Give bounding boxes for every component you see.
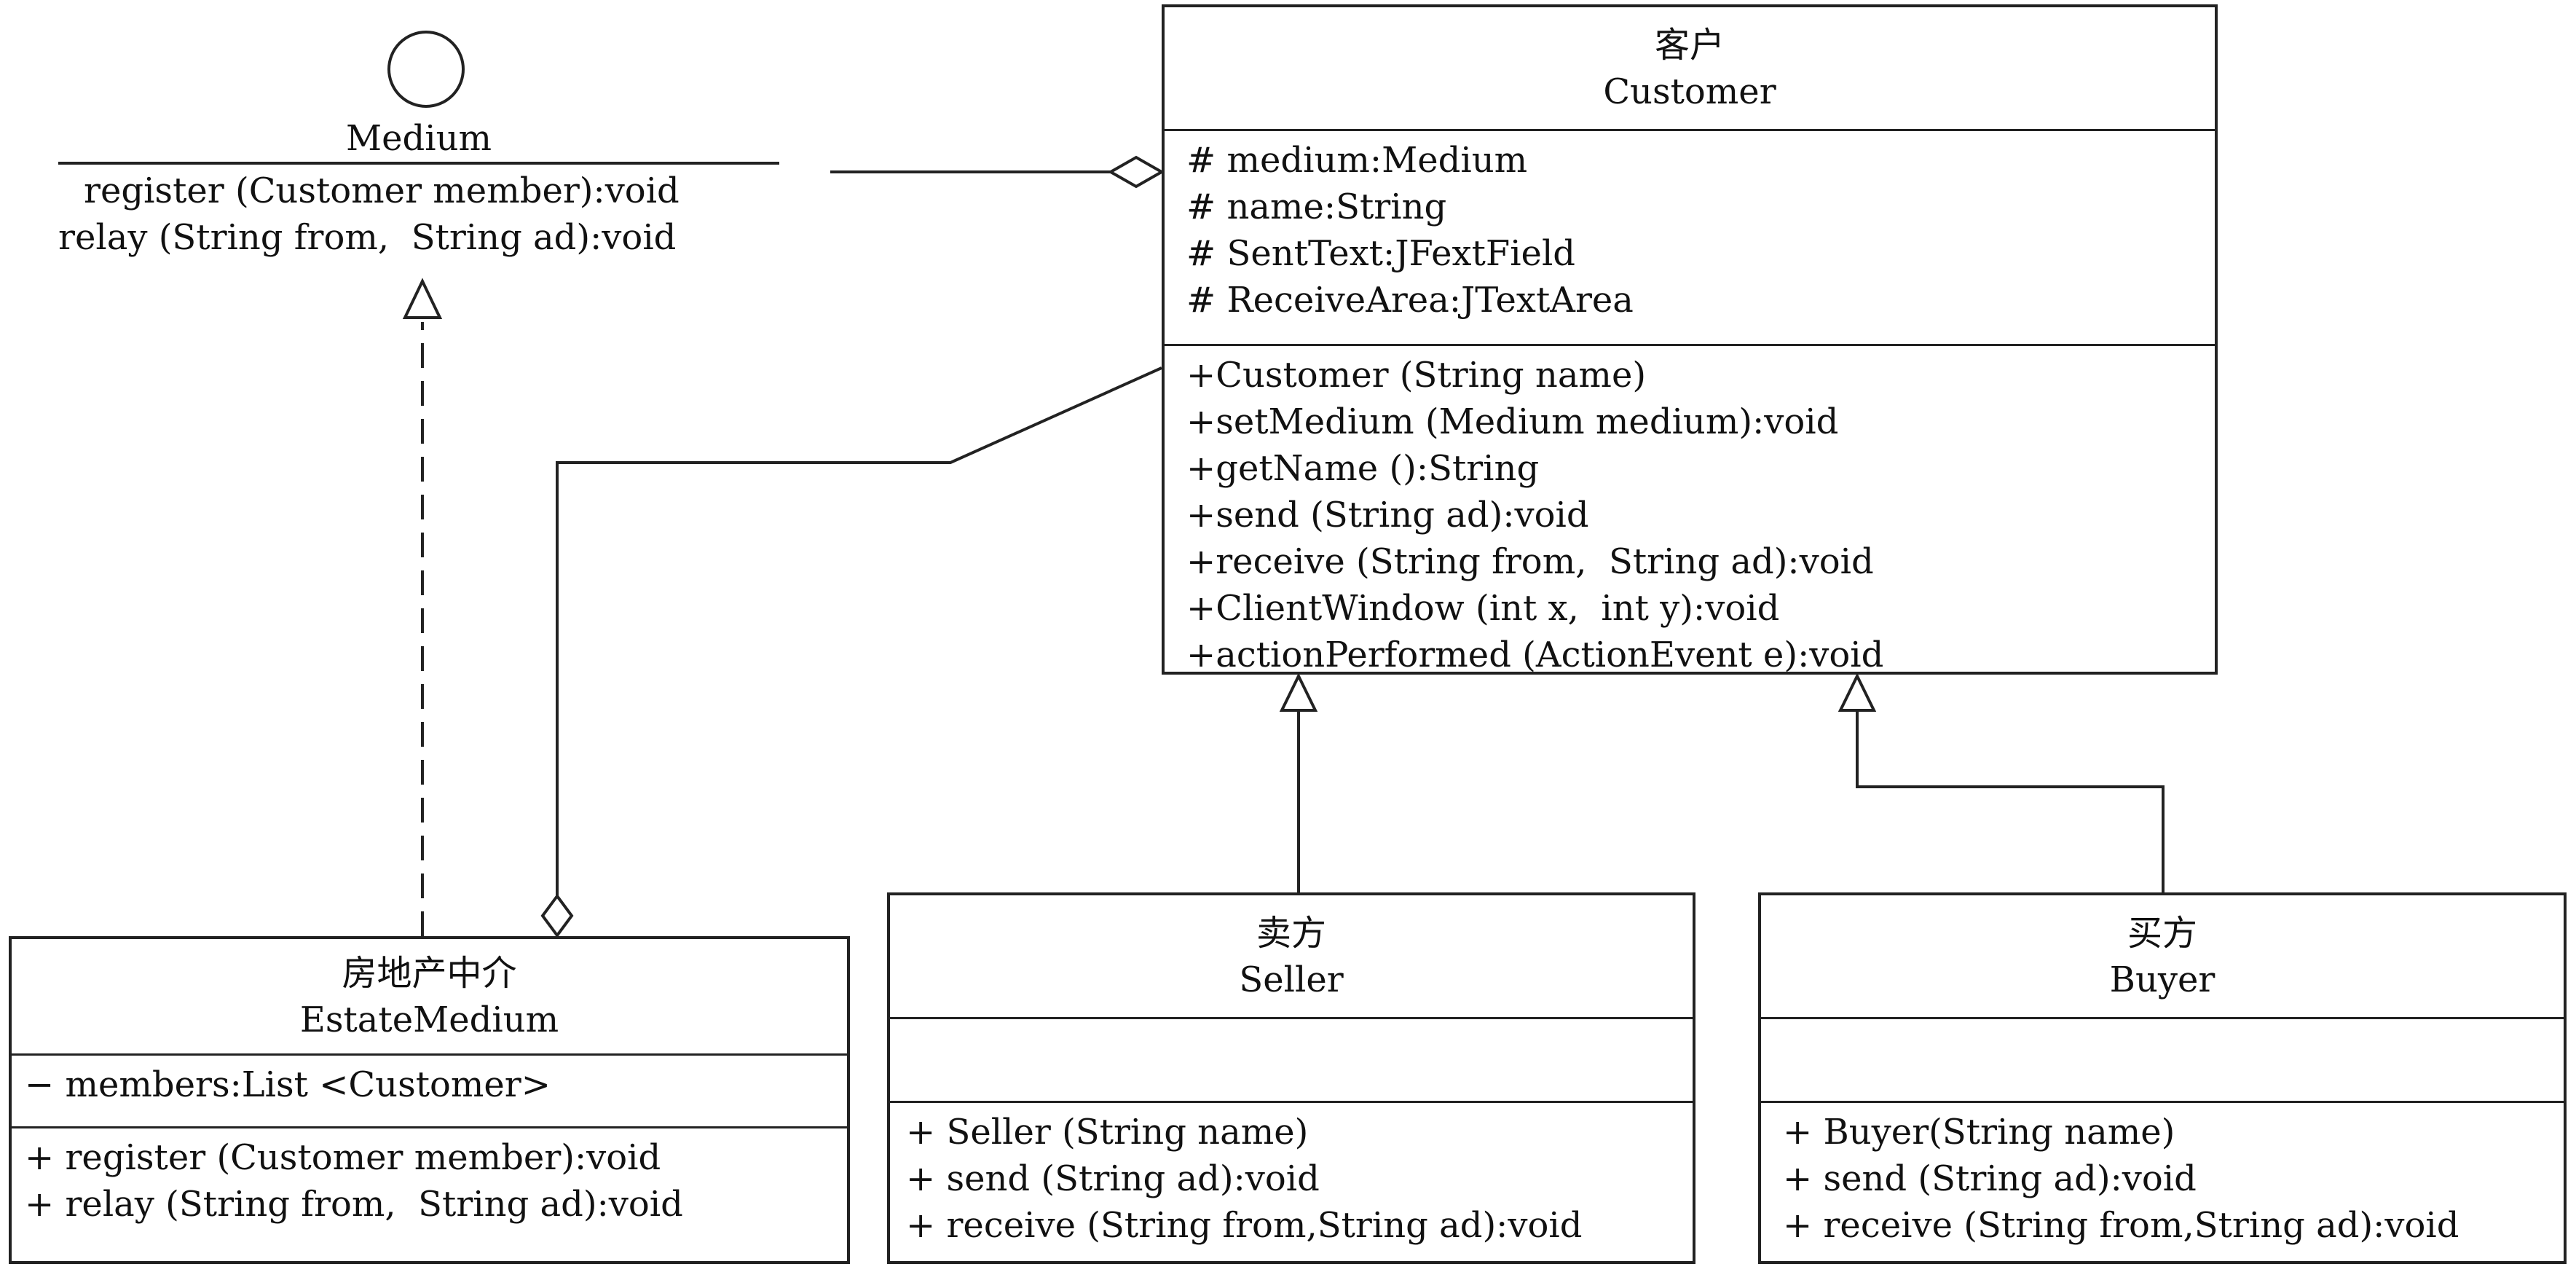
generalization-buyer-arrowhead-icon [1838,672,1877,712]
seller-operation: + receive (String from,String ad):void [906,1205,1583,1246]
customer-operation: +getName ():String [1186,448,1540,489]
buyer-name-cn: 买方 [2127,912,2197,954]
medium-interface: Medium register (Customer member):void r… [58,115,779,261]
buyer-operation: + receive (String from,String ad):void [1783,1205,2459,1246]
seller-operation: + send (String ad):void [906,1158,1320,1199]
medium-operation: register (Customer member):void [84,170,680,211]
customer-operations: +Customer (String name) +setMedium (Medi… [1165,346,2215,684]
estate-medium-attribute: − members:List <Customer> [25,1064,551,1105]
estate-medium-name-en: EstateMedium [299,999,559,1040]
seller-operations: + Seller (String name) + send (String ad… [890,1103,1693,1255]
customer-attribute: # ReceiveArea:JTextArea [1186,280,1634,321]
seller-name-en: Seller [1239,959,1344,1000]
aggregation-estate-line [556,366,1162,896]
seller-attributes [890,1019,1693,1103]
customer-operation: +ClientWindow (int x, int y):void [1186,588,1780,629]
customer-class: 客户 Customer # medium:Medium # name:Strin… [1162,4,2218,675]
generalization-buyer-line [1856,710,2165,892]
medium-interface-operations: register (Customer member):void relay (S… [58,162,779,261]
customer-name-cn: 客户 [1654,24,1725,66]
realization-arrowhead-icon [402,278,443,319]
aggregation-diamond-icon [1107,155,1165,189]
customer-operation: +actionPerformed (ActionEvent e):void [1186,635,1884,675]
buyer-name-en: Buyer [2109,959,2215,1000]
buyer-class-name: 买方 Buyer [1761,895,2564,1019]
seller-operation: + Seller (String name) [906,1112,1309,1153]
customer-operation: +send (String ad):void [1186,495,1589,535]
seller-class: 卖方 Seller + Seller (String name) + send … [887,892,1695,1264]
generalization-seller-arrowhead-icon [1279,672,1318,712]
buyer-attributes [1761,1019,2564,1103]
customer-attribute: # medium:Medium [1186,140,1528,181]
estate-medium-name-cn: 房地产中介 [342,952,517,994]
buyer-operation: + send (String ad):void [1783,1158,2197,1199]
customer-attributes: # medium:Medium # name:String # SentText… [1165,131,2215,346]
estate-medium-class: 房地产中介 EstateMedium − members:List <Custo… [9,936,850,1264]
estate-medium-operation: + relay (String from, String ad):void [25,1184,683,1225]
customer-operation: +setMedium (Medium medium):void [1186,401,1839,442]
customer-operation: +Customer (String name) [1186,355,1647,396]
customer-class-name: 客户 Customer [1165,7,2215,131]
medium-operation: relay (String from, String ad):void [58,217,677,258]
interface-lollipop-icon [387,31,465,108]
seller-class-name: 卖方 Seller [890,895,1693,1019]
customer-attribute: # SentText:JFextField [1186,233,1576,274]
buyer-operation: + Buyer(String name) [1783,1112,2175,1153]
customer-name-en: Customer [1603,71,1776,112]
seller-name-cn: 卖方 [1256,912,1326,954]
estate-medium-operation: + register (Customer member):void [25,1137,661,1178]
buyer-class: 买方 Buyer + Buyer(String name) + send (St… [1758,892,2567,1264]
estate-medium-operations: + register (Customer member):void + rela… [12,1128,847,1233]
estate-medium-attributes: − members:List <Customer> [12,1056,847,1128]
aggregation-estate-diamond-icon [540,893,574,938]
medium-interface-name: Medium [345,118,492,159]
customer-operation: +receive (String from, String ad):void [1186,541,1874,582]
buyer-operations: + Buyer(String name) + send (String ad):… [1761,1103,2564,1255]
estate-medium-class-name: 房地产中介 EstateMedium [12,939,847,1056]
customer-attribute: # name:String [1186,187,1447,227]
